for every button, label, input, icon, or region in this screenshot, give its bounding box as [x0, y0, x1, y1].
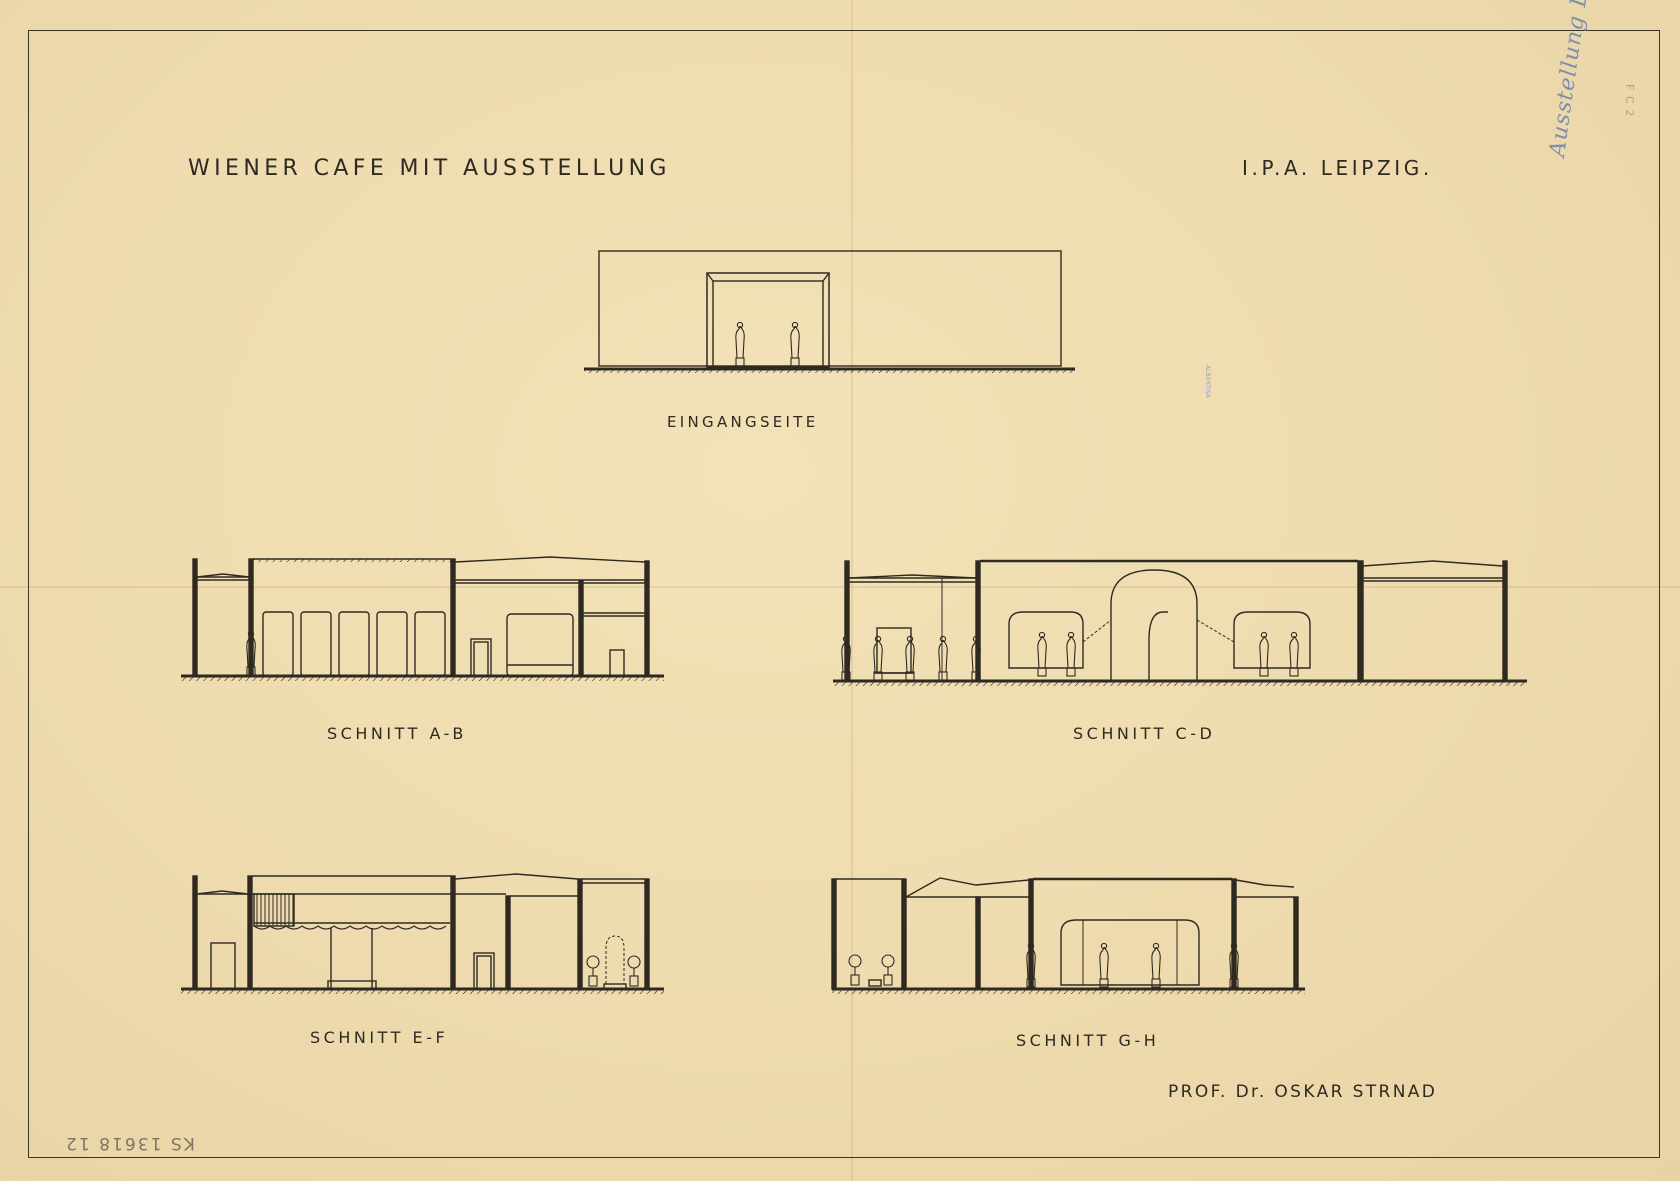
caption-schnitt-a-b: SCHNITT A-B	[327, 724, 467, 743]
ground-hatching	[181, 369, 1527, 994]
schnitt-a-b-section	[181, 556, 664, 678]
caption-schnitt-e-f: SCHNITT E-F	[310, 1028, 449, 1047]
schnitt-g-h-section	[831, 877, 1305, 991]
caption-schnitt-c-d: SCHNITT C-D	[1073, 724, 1216, 743]
collection-stamp: ALBERTINA	[1204, 365, 1211, 399]
caption-eingangseite: EINGANGSEITE	[667, 413, 819, 431]
sheet-title: WIENER CAFE MIT AUSSTELLUNG	[188, 156, 671, 181]
eingangseite-elevation	[584, 250, 1075, 371]
horizontal-fold-line	[0, 586, 1680, 588]
vertical-fold-line	[851, 0, 853, 1181]
author-signature: PROF. Dr. OSKAR STRNAD	[1168, 1082, 1438, 1102]
pencil-reference: F C 2	[1623, 84, 1636, 118]
schnitt-e-f-section	[181, 873, 664, 991]
sheet-location: I.P.A. LEIPZIG.	[1242, 156, 1433, 180]
inventory-number: KS 13618 12	[64, 1133, 195, 1153]
schnitt-c-d-section	[833, 559, 1527, 683]
caption-schnitt-g-h: SCHNITT G-H	[1016, 1031, 1160, 1050]
drawing-border-frame	[28, 30, 1660, 1158]
